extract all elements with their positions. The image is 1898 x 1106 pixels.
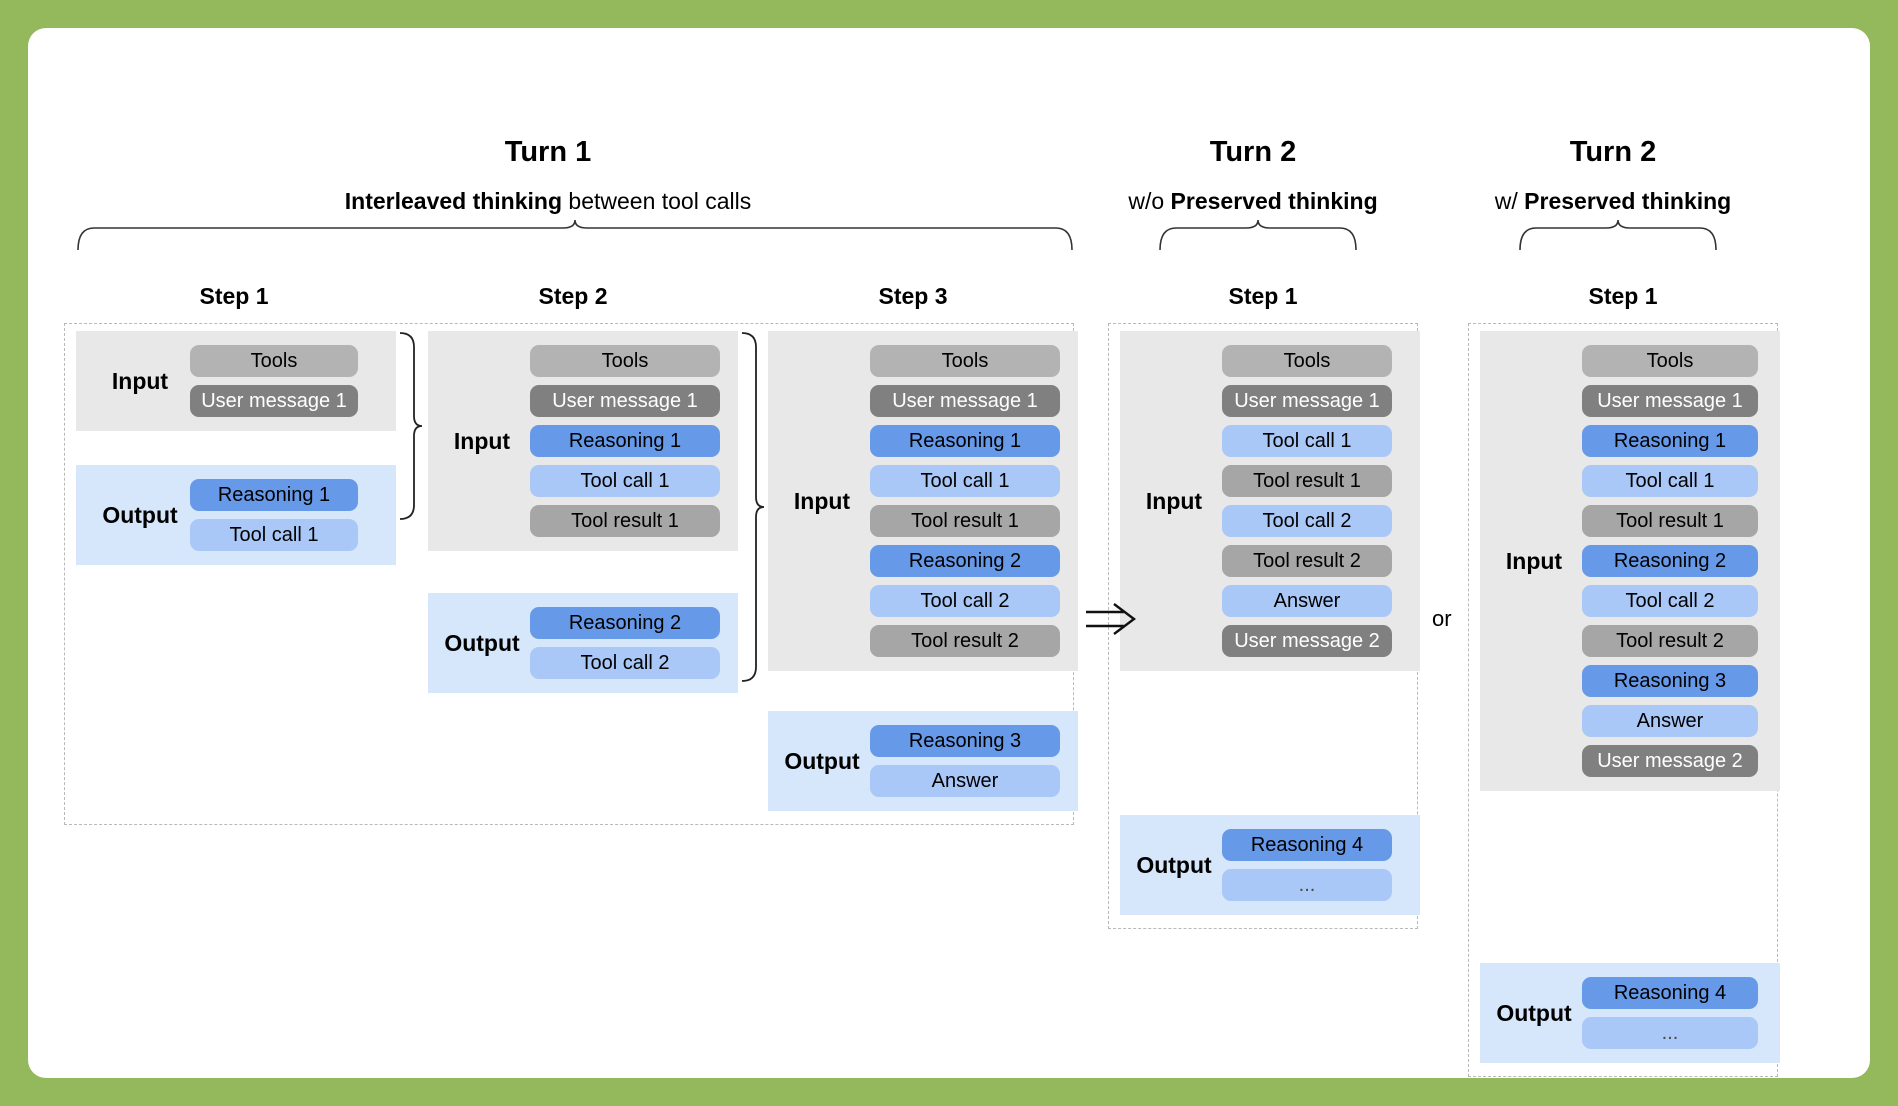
- chip-toolcall: Tool call 1: [870, 465, 1060, 497]
- chip-reasoning: Reasoning 4: [1582, 977, 1758, 1009]
- chip-tools: Tools: [190, 345, 358, 377]
- chip-toolresult: Tool result 1: [870, 505, 1060, 537]
- chip-reasoning: Reasoning 2: [870, 545, 1060, 577]
- chip-ellipsis: ...: [1222, 869, 1392, 901]
- io-block-output: Output Reasoning 2 Tool call 2: [428, 593, 738, 693]
- chip-answer: Answer: [870, 765, 1060, 797]
- chip-ellipsis: ...: [1582, 1017, 1758, 1049]
- chip-answer: Answer: [1582, 705, 1758, 737]
- turn-title-turn-2-with: Turn 2: [1569, 136, 1657, 168]
- chip-toolcall: Tool call 1: [190, 519, 358, 551]
- chip-stack: Reasoning 2 Tool call 2: [530, 607, 720, 679]
- chip-toolresult: Tool result 1: [1582, 505, 1758, 537]
- turn-title-turn-1: Turn 1: [504, 136, 592, 168]
- chip-reasoning: Reasoning 3: [870, 725, 1060, 757]
- io-block-output: Output Reasoning 3 Answer: [768, 711, 1078, 811]
- chip-answer: Answer: [1222, 585, 1392, 617]
- chip-usermsg: User message 1: [190, 385, 358, 417]
- io-block-output: Output Reasoning 4...: [1120, 815, 1420, 915]
- diagram-page: Turn 1 Interleaved thinking between tool …: [28, 28, 1870, 1078]
- step-title-turn-1-step-2: Step 2: [538, 283, 608, 309]
- chip-tools: Tools: [530, 345, 720, 377]
- chip-toolcall: Tool call 2: [530, 647, 720, 679]
- chip-reasoning: Reasoning 1: [1582, 425, 1758, 457]
- turn-subtitle-turn-2-without: w/o Preserved thinking: [1128, 188, 1378, 214]
- io-label-input: Input: [1145, 487, 1203, 514]
- chip-toolresult: Tool result 2: [1222, 545, 1392, 577]
- turn-subtitle-turn-2-with: w/ Preserved thinking: [1494, 188, 1732, 214]
- step-title-turn-2-with-step-1: Step 1: [1588, 283, 1658, 309]
- chip-usermsg: User message 1: [1582, 385, 1758, 417]
- brace-turn-2-without: [1159, 219, 1357, 251]
- chip-toolcall: Tool call 2: [1582, 585, 1758, 617]
- chip-toolcall: Tool call 1: [530, 465, 720, 497]
- chip-toolresult: Tool result 1: [530, 505, 720, 537]
- step-title-turn-1-step-3: Step 3: [878, 283, 948, 309]
- brace-turn-2-with: [1519, 219, 1717, 251]
- chip-reasoning: Reasoning 2: [1582, 545, 1758, 577]
- chip-reasoning: Reasoning 3: [1582, 665, 1758, 697]
- io-block-output: Output Reasoning 1 Tool call 1: [76, 465, 396, 565]
- io-label-input: Input: [1505, 547, 1563, 574]
- io-label-output: Output: [444, 629, 520, 656]
- chip-stack: Reasoning 1 Tool call 1: [190, 479, 358, 551]
- io-label-input: Input: [793, 487, 851, 514]
- chip-tools: Tools: [870, 345, 1060, 377]
- turn-title-turn-2-without: Turn 2: [1209, 136, 1297, 168]
- diagram-canvas: Turn 1 Interleaved thinking between tool …: [28, 28, 1870, 1078]
- double-arrow-right-icon: [1086, 603, 1136, 635]
- chip-reasoning: Reasoning 1: [190, 479, 358, 511]
- chip-toolcall: Tool call 2: [870, 585, 1060, 617]
- chip-reasoning: Reasoning 1: [870, 425, 1060, 457]
- io-block-output: Output Reasoning 4...: [1480, 963, 1780, 1063]
- chip-usermsg: User message 1: [870, 385, 1060, 417]
- chip-reasoning: Reasoning 2: [530, 607, 720, 639]
- chip-toolcall: Tool call 1: [1222, 425, 1392, 457]
- chip-tools: Tools: [1582, 345, 1758, 377]
- chip-usermsg: User message 1: [1222, 385, 1392, 417]
- chip-stack: Reasoning 4...: [1582, 977, 1758, 1049]
- io-label-input: Input: [453, 427, 511, 454]
- chip-usermsg: User message 2: [1222, 625, 1392, 657]
- brace-turn-1: [77, 219, 1073, 251]
- or-label: or: [1432, 606, 1452, 631]
- chip-toolcall: Tool call 1: [1582, 465, 1758, 497]
- brace-step1-to-step2: [399, 332, 423, 520]
- chip-reasoning: Reasoning 1: [530, 425, 720, 457]
- step-title-turn-1-step-1: Step 1: [199, 283, 269, 309]
- chip-usermsg: User message 1: [530, 385, 720, 417]
- brace-step2-to-step3: [741, 332, 765, 682]
- io-label-output: Output: [1136, 851, 1212, 878]
- chip-tools: Tools: [1222, 345, 1392, 377]
- chip-usermsg: User message 2: [1582, 745, 1758, 777]
- chip-reasoning: Reasoning 4: [1222, 829, 1392, 861]
- io-label-input: Input: [111, 367, 169, 394]
- step-title-turn-2-without-step-1: Step 1: [1228, 283, 1298, 309]
- turn-subtitle-turn-1: Interleaved thinking between tool calls: [344, 188, 752, 214]
- io-label-output: Output: [102, 501, 178, 528]
- io-label-output: Output: [784, 747, 860, 774]
- io-label-output: Output: [1496, 999, 1572, 1026]
- chip-toolresult: Tool result 2: [1582, 625, 1758, 657]
- chip-toolcall: Tool call 2: [1222, 505, 1392, 537]
- chip-toolresult: Tool result 1: [1222, 465, 1392, 497]
- chip-toolresult: Tool result 2: [870, 625, 1060, 657]
- chip-stack: Reasoning 4...: [1222, 829, 1392, 901]
- chip-stack: Reasoning 3 Answer: [870, 725, 1060, 797]
